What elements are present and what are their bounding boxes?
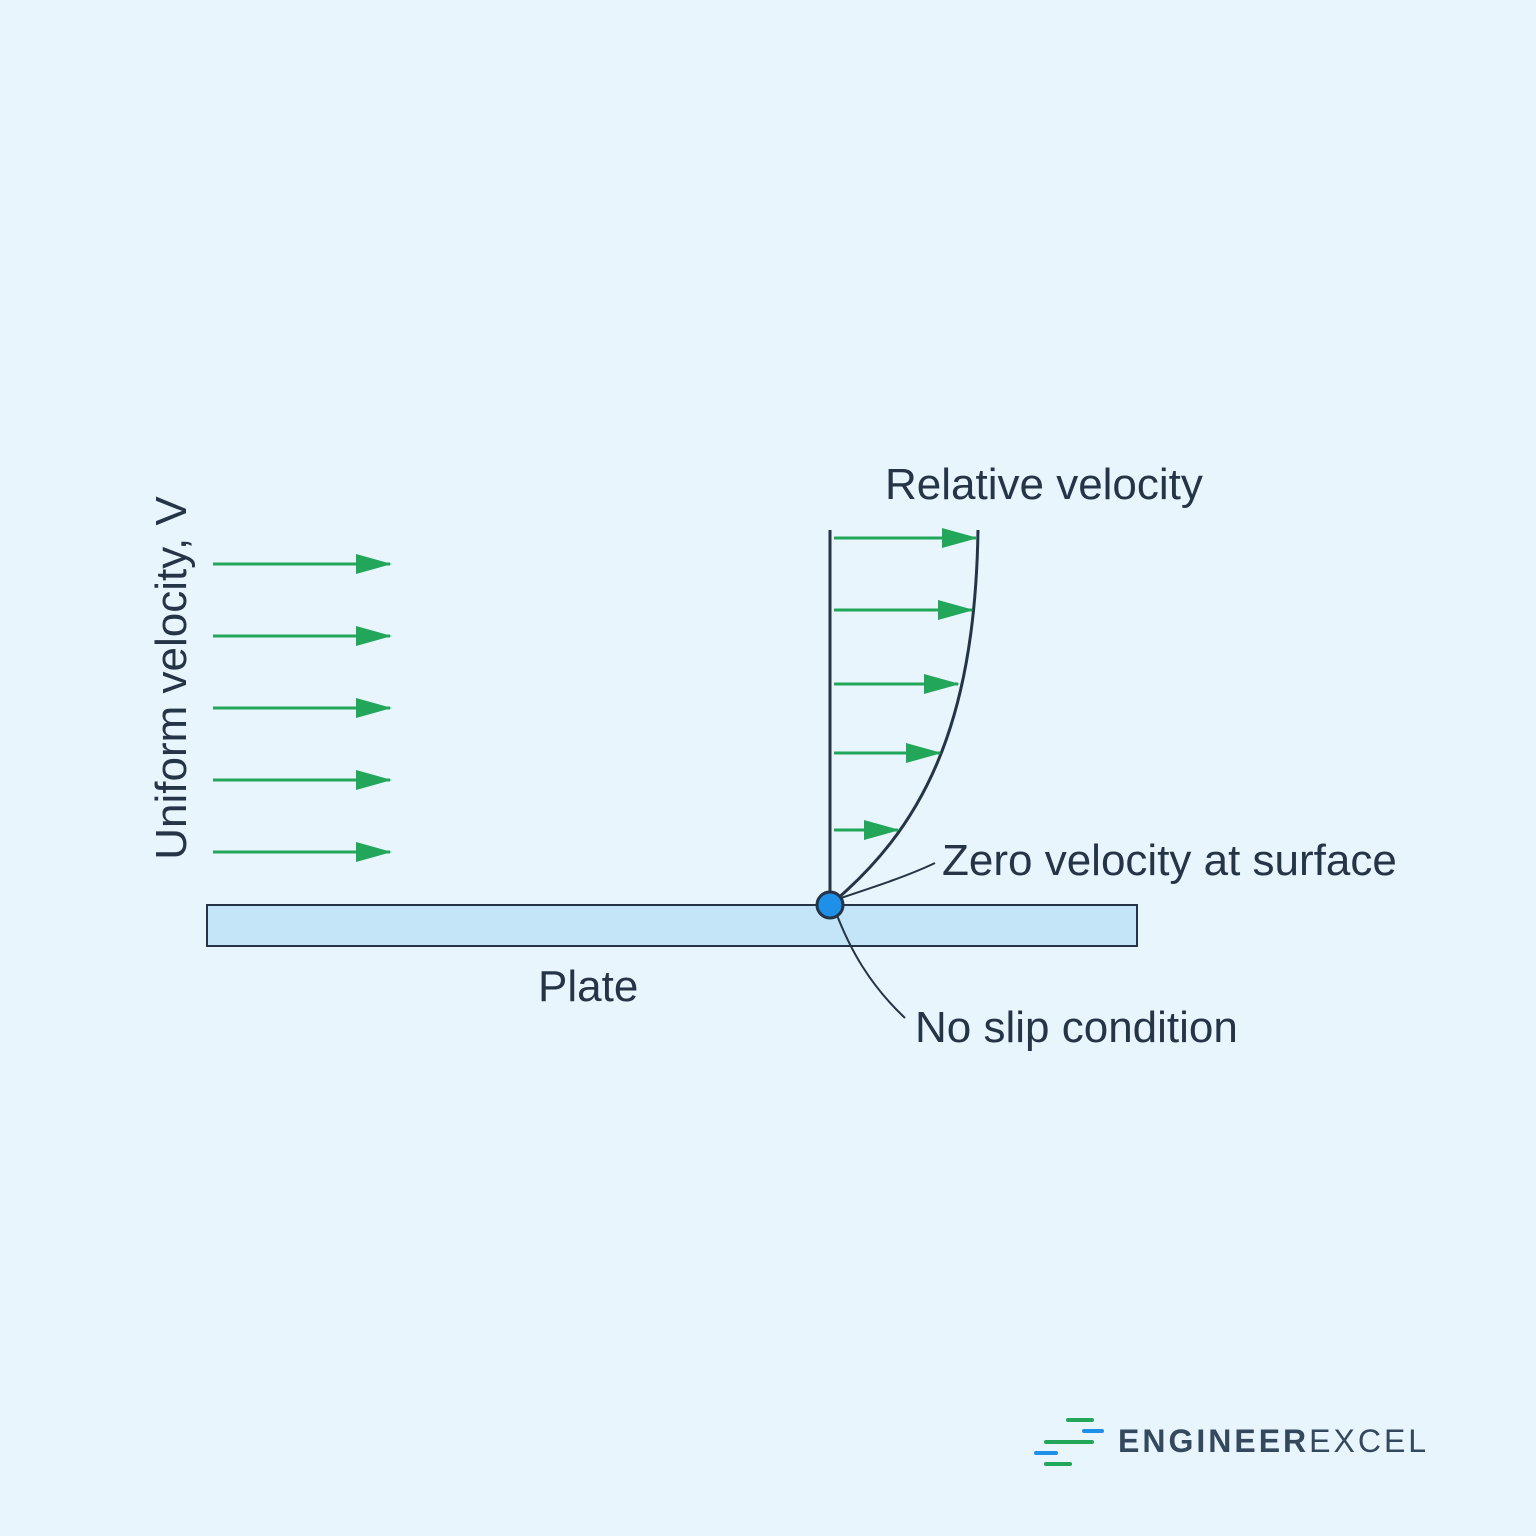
plate [206,904,1138,947]
relative-velocity-label: Relative velocity [885,460,1203,509]
no-slip-label: No slip condition [915,1003,1238,1052]
logo-text-bold: ENGINEER [1118,1422,1310,1459]
no-slip-leader [834,909,906,1019]
plate-label: Plate [538,962,639,1011]
zero-velocity-label: Zero velocity at surface [942,836,1397,885]
uniform-velocity-arrows [213,554,392,862]
logo-lines-icon [1034,1418,1104,1466]
engineerexcel-logo: ENGINEEREXCEL [1030,1414,1429,1468]
zero-velocity-leader [834,862,936,901]
uniform-velocity-label: Uniform velocity, V [147,496,196,860]
logo-text-light: EXCEL [1309,1422,1430,1459]
relative-velocity-arrows [834,528,978,840]
surface-point [815,890,845,920]
